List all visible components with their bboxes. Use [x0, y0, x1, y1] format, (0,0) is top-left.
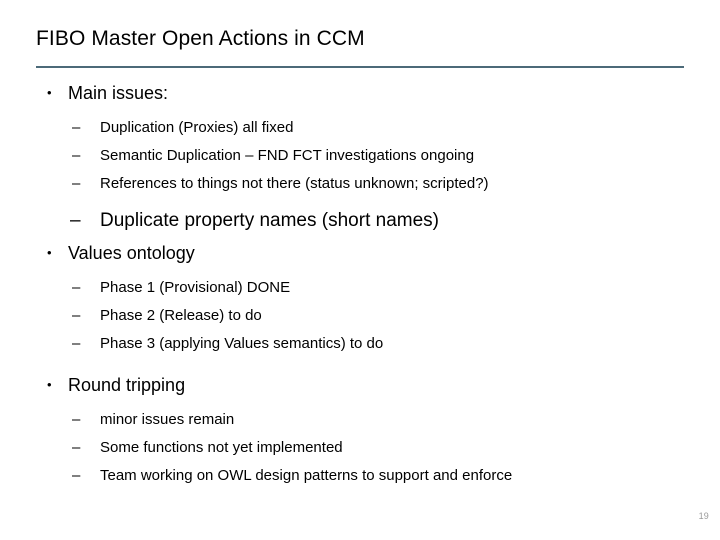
bullet-level2: – Duplication (Proxies) all fixed — [0, 114, 720, 142]
bullet-level2-label: References to things not there (status u… — [100, 175, 489, 192]
dash-bullet-icon: – — [72, 467, 81, 484]
bullet-section: • Values ontology – Phase 1 (Provisional… — [0, 238, 720, 358]
bullet-section: • Round tripping – minor issues remain –… — [0, 370, 720, 490]
bullet-dot-icon: • — [47, 245, 52, 260]
bullet-level2: – Phase 3 (applying Values semantics) to… — [0, 330, 720, 358]
bullet-level2-label: Duplicate property names (short names) — [100, 210, 439, 231]
bullet-level2-label: Semantic Duplication – FND FCT investiga… — [100, 147, 475, 164]
bullet-level1-label: Values ontology — [68, 243, 195, 263]
dash-bullet-icon: – — [72, 439, 81, 456]
bullet-level2-label: Some functions not yet implemented — [100, 439, 343, 456]
bullet-level2-label: Duplication (Proxies) all fixed — [100, 119, 294, 136]
bullet-level2: – Some functions not yet implemented — [0, 434, 720, 462]
bullet-level2-label: Phase 3 (applying Values semantics) to d… — [100, 335, 384, 352]
bullet-level2: – Phase 2 (Release) to do — [0, 302, 720, 330]
bullet-level2-label: Team working on OWL design patterns to s… — [100, 467, 513, 484]
dash-bullet-icon: – — [70, 210, 81, 231]
bullet-level2-label: Phase 1 (Provisional) DONE — [100, 279, 291, 296]
dash-bullet-icon: – — [72, 411, 81, 428]
bullet-level1: • Main issues: — [0, 78, 720, 108]
bullet-level2-label: Phase 2 (Release) to do — [100, 307, 262, 324]
bullet-level2-label: minor issues remain — [100, 411, 235, 428]
spacer — [0, 358, 720, 370]
bullet-level1: • Values ontology — [0, 238, 720, 268]
slide-page-number: 19 — [698, 511, 709, 521]
bullet-level1-label: Round tripping — [68, 375, 186, 395]
slide-title-area: FIBO Master Open Actions in CCM — [36, 26, 686, 52]
dash-bullet-icon: – — [72, 175, 81, 192]
bullet-level2: – References to things not there (status… — [0, 170, 720, 198]
bullet-level1: • Round tripping — [0, 370, 720, 400]
bullet-dot-icon: • — [47, 85, 52, 100]
dash-bullet-icon: – — [72, 147, 81, 164]
bullet-dot-icon: • — [47, 377, 52, 392]
bullet-level2: – Phase 1 (Provisional) DONE — [0, 274, 720, 302]
page-title: FIBO Master Open Actions in CCM — [36, 27, 365, 50]
bullet-level1-label: Main issues: — [68, 83, 169, 103]
dash-bullet-icon: – — [72, 279, 81, 296]
bullet-level2: – minor issues remain — [0, 406, 720, 434]
title-divider — [36, 66, 684, 68]
dash-bullet-icon: – — [72, 119, 81, 136]
bullet-level2: – Team working on OWL design patterns to… — [0, 462, 720, 490]
bullet-level2: – Semantic Duplication – FND FCT investi… — [0, 142, 720, 170]
bullet-section: • Main issues: – Duplication (Proxies) a… — [0, 78, 720, 238]
bullet-level2-emphasis: – Duplicate property names (short names) — [0, 204, 720, 238]
dash-bullet-icon: – — [72, 335, 81, 352]
slide-body: • Main issues: – Duplication (Proxies) a… — [0, 78, 720, 490]
dash-bullet-icon: – — [72, 307, 81, 324]
